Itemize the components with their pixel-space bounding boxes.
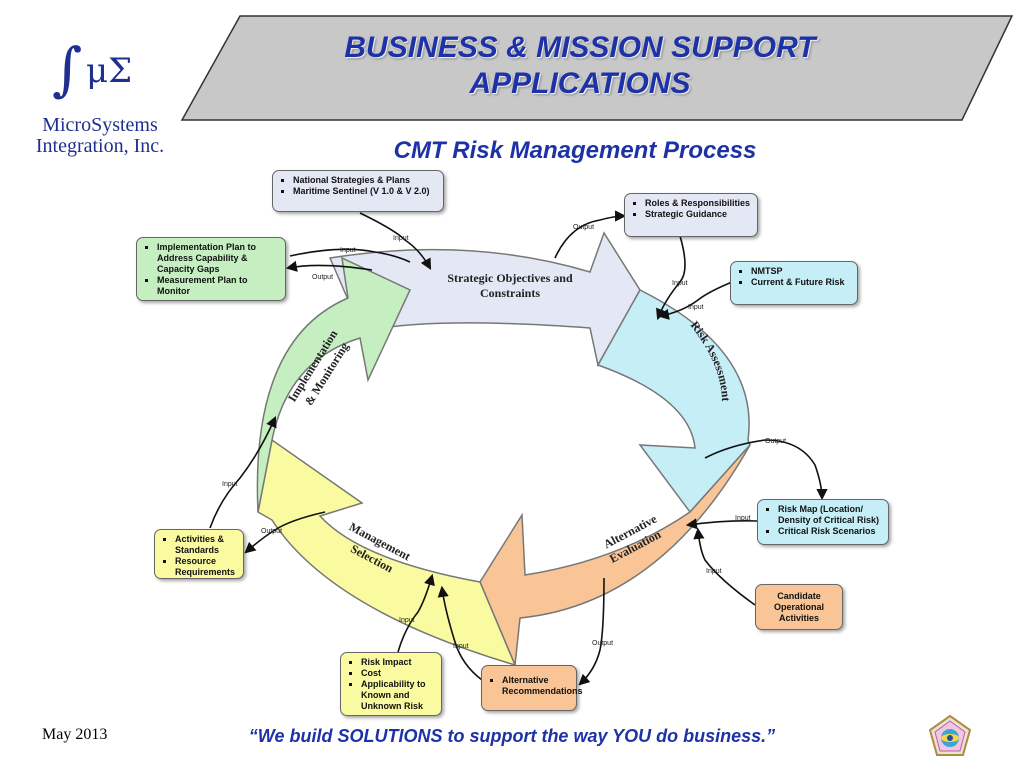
label-output-impl-plan: Output xyxy=(312,274,333,281)
implementation-plan-item: Implementation Plan to Address Capabilit… xyxy=(157,242,279,275)
critical-risk-scenarios-item: Critical Risk Scenarios xyxy=(778,526,882,537)
connector-alt-recs-input xyxy=(437,585,483,681)
slide-title: BUSINESS & MISSION SUPPORT APPLICATIONS xyxy=(300,30,860,102)
connector-impl-plan-input xyxy=(289,248,411,263)
alternative-recommendations-box: Alternative Recommendations xyxy=(481,665,583,711)
label-input-alt-recs: Input xyxy=(453,643,469,650)
connector-risk-impact-input xyxy=(397,573,435,653)
connector-national-input xyxy=(359,212,432,270)
connector-nmtsp-input xyxy=(656,235,686,321)
label-input-activities: Input xyxy=(222,481,238,488)
connector-activities-output xyxy=(244,511,326,554)
strategic-guidance-item: Strategic Guidance xyxy=(645,209,751,220)
strategic-objectives-label-line1: Strategic Objectives and xyxy=(447,271,573,285)
label-output-roles: Output xyxy=(573,224,594,231)
implementation-plan-box: Implementation Plan to Address Capabilit… xyxy=(136,237,286,301)
roles-item: Roles & Responsibilities xyxy=(645,198,751,209)
connector-candidate-input xyxy=(693,527,756,606)
strategic-objectives-arrow xyxy=(328,231,641,368)
label-input-candidate: Input xyxy=(706,568,722,575)
resource-requirements-item: Resource Requirements xyxy=(175,556,237,578)
alternative-evaluation-arrow xyxy=(479,444,751,666)
connector-roles-output xyxy=(554,210,627,259)
activities-standards-box: Activities & Standards Resource Requirem… xyxy=(154,529,244,579)
connector-risk-map-output xyxy=(704,439,828,501)
footer-date: May 2013 xyxy=(42,726,108,743)
company-name: MicroSystems Integration, Inc. xyxy=(10,115,190,157)
applicability-item: Applicability to Known and Unknown Risk xyxy=(361,679,435,712)
slide-title-line1: BUSINESS & MISSION SUPPORT xyxy=(344,31,816,64)
label-output-risk-map: Output xyxy=(765,438,786,445)
risk-map-item: Risk Map (Location/ Density of Critical … xyxy=(778,504,882,526)
label-input-national: Input xyxy=(393,235,409,242)
candidate-activities-box: Candidate Operational Activities xyxy=(755,584,843,630)
company-name-line1: MicroSystems xyxy=(42,114,158,136)
implementation-monitoring-arrow xyxy=(256,256,411,513)
connector-nmtsp2-input xyxy=(657,281,733,320)
label-input-nmtsp2: Input xyxy=(688,304,704,311)
candidate-activities-text: Candidate Operational Activities xyxy=(773,590,824,623)
national-strategies-box: National Strategies & Plans Maritime Sen… xyxy=(272,170,444,212)
slide-subtitle: CMT Risk Management Process xyxy=(393,137,757,164)
roles-box: Roles & Responsibilities Strategic Guida… xyxy=(624,193,758,237)
integral-symbol: ∫ xyxy=(52,35,83,103)
maritime-sentinel-item: Maritime Sentinel (V 1.0 & V 2.0) xyxy=(293,186,437,197)
connector-impl-plan-output xyxy=(285,260,373,272)
mu-sigma-symbol: μΣ xyxy=(86,51,133,91)
risk-impact-item: Risk Impact xyxy=(361,657,435,668)
label-output-alt-recs: Output xyxy=(592,640,613,647)
label-input-risk-impact: Input xyxy=(399,617,415,624)
label-output-activities: Output xyxy=(261,528,282,535)
measurement-plan-item: Measurement Plan to Monitor xyxy=(157,275,279,297)
connector-activities-input xyxy=(209,415,277,529)
company-name-line2: Integration, Inc. xyxy=(35,135,165,157)
nmtsp-item: NMTSP xyxy=(751,266,851,277)
cost-item: Cost xyxy=(361,668,435,679)
risk-impact-box: Risk Impact Cost Applicability to Known … xyxy=(340,652,442,716)
slide-title-line2: APPLICATIONS xyxy=(469,67,691,100)
national-strategies-item: National Strategies & Plans xyxy=(293,175,437,186)
activities-standards-item: Activities & Standards xyxy=(175,534,237,556)
connector-risk-map-input xyxy=(685,518,758,530)
risk-map-box: Risk Map (Location/ Density of Critical … xyxy=(757,499,889,545)
risk-assessment-arrow xyxy=(596,289,751,514)
management-selection-arrow xyxy=(257,438,517,667)
alternative-recommendations-item: Alternative Recommendations xyxy=(502,675,583,697)
connector-alt-recs-output xyxy=(578,577,605,686)
footer-quote: “We build SOLUTIONS to support the way Y… xyxy=(248,726,776,746)
label-input-risk-map: Input xyxy=(735,515,751,522)
current-future-risk-item: Current & Future Risk xyxy=(751,277,851,288)
strategic-objectives-label-line2: Constraints xyxy=(480,286,540,300)
label-input-nmtsp: Input xyxy=(672,280,688,287)
nmtsp-box: NMTSP Current & Future Risk xyxy=(730,261,858,305)
pentagon-seal-icon xyxy=(928,714,972,756)
label-input-impl-plan: Input xyxy=(340,247,356,254)
